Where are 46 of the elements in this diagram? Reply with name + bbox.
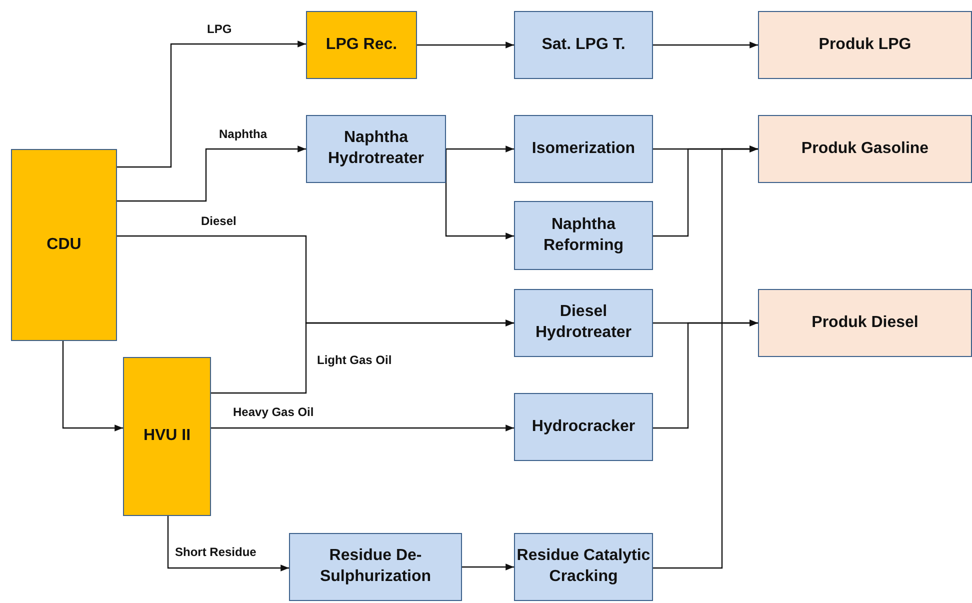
node-label: Naphtha Reforming: [542, 214, 624, 256]
arrow: [417, 42, 514, 48]
node-label: Residue De-Sulphurization: [318, 546, 432, 587]
node-label: HVU II: [143, 426, 191, 446]
edge-label: Naphtha: [217, 127, 269, 141]
arrow: [211, 320, 514, 394]
arrow: [653, 320, 758, 429]
node-label: Isomerization: [532, 138, 636, 159]
process-box: [514, 393, 653, 461]
product-box: [758, 11, 972, 79]
arrow: [446, 146, 514, 152]
product-box: [758, 115, 972, 183]
node-label: CDU: [46, 234, 82, 255]
process-box: [289, 533, 462, 601]
arrow: [462, 564, 514, 570]
process-box: [514, 289, 653, 357]
node-label: Sat. LPG T.: [542, 34, 626, 55]
node-label: Naphtha Hydrotreater: [326, 128, 426, 169]
arrow: [62, 341, 123, 432]
process-unit-box: [306, 11, 417, 79]
arrow: [653, 146, 758, 569]
process-box: [306, 115, 446, 183]
edge-label: LPG: [205, 22, 234, 36]
node-label: LPG Rec.: [326, 34, 398, 55]
process-box: [514, 115, 653, 183]
node-label: Residue Catalytic Cracking: [516, 546, 652, 587]
node-label: Produk Gasoline: [801, 138, 929, 159]
node-label: Produk LPG: [818, 34, 912, 55]
process-box: [514, 201, 653, 270]
arrow: [167, 516, 289, 572]
edge-label: Heavy Gas Oil: [231, 405, 316, 419]
node-label: Hydrocracker: [532, 416, 636, 437]
arrow: [117, 146, 306, 202]
node-label: Diesel Hydrotreater: [534, 302, 633, 343]
arrow: [211, 424, 514, 432]
edge-label: Light Gas Oil: [315, 353, 394, 367]
process-unit-box: [123, 357, 211, 516]
edge-label: Short Residue: [173, 545, 258, 559]
arrow: [653, 42, 758, 48]
process-box: [514, 533, 653, 601]
process-box: [514, 11, 653, 79]
product-box: [758, 289, 972, 357]
node-label: Produk Diesel: [812, 312, 918, 333]
process-unit-box: [11, 149, 117, 341]
arrow: [117, 40, 306, 168]
edge-label: Diesel: [199, 214, 238, 228]
